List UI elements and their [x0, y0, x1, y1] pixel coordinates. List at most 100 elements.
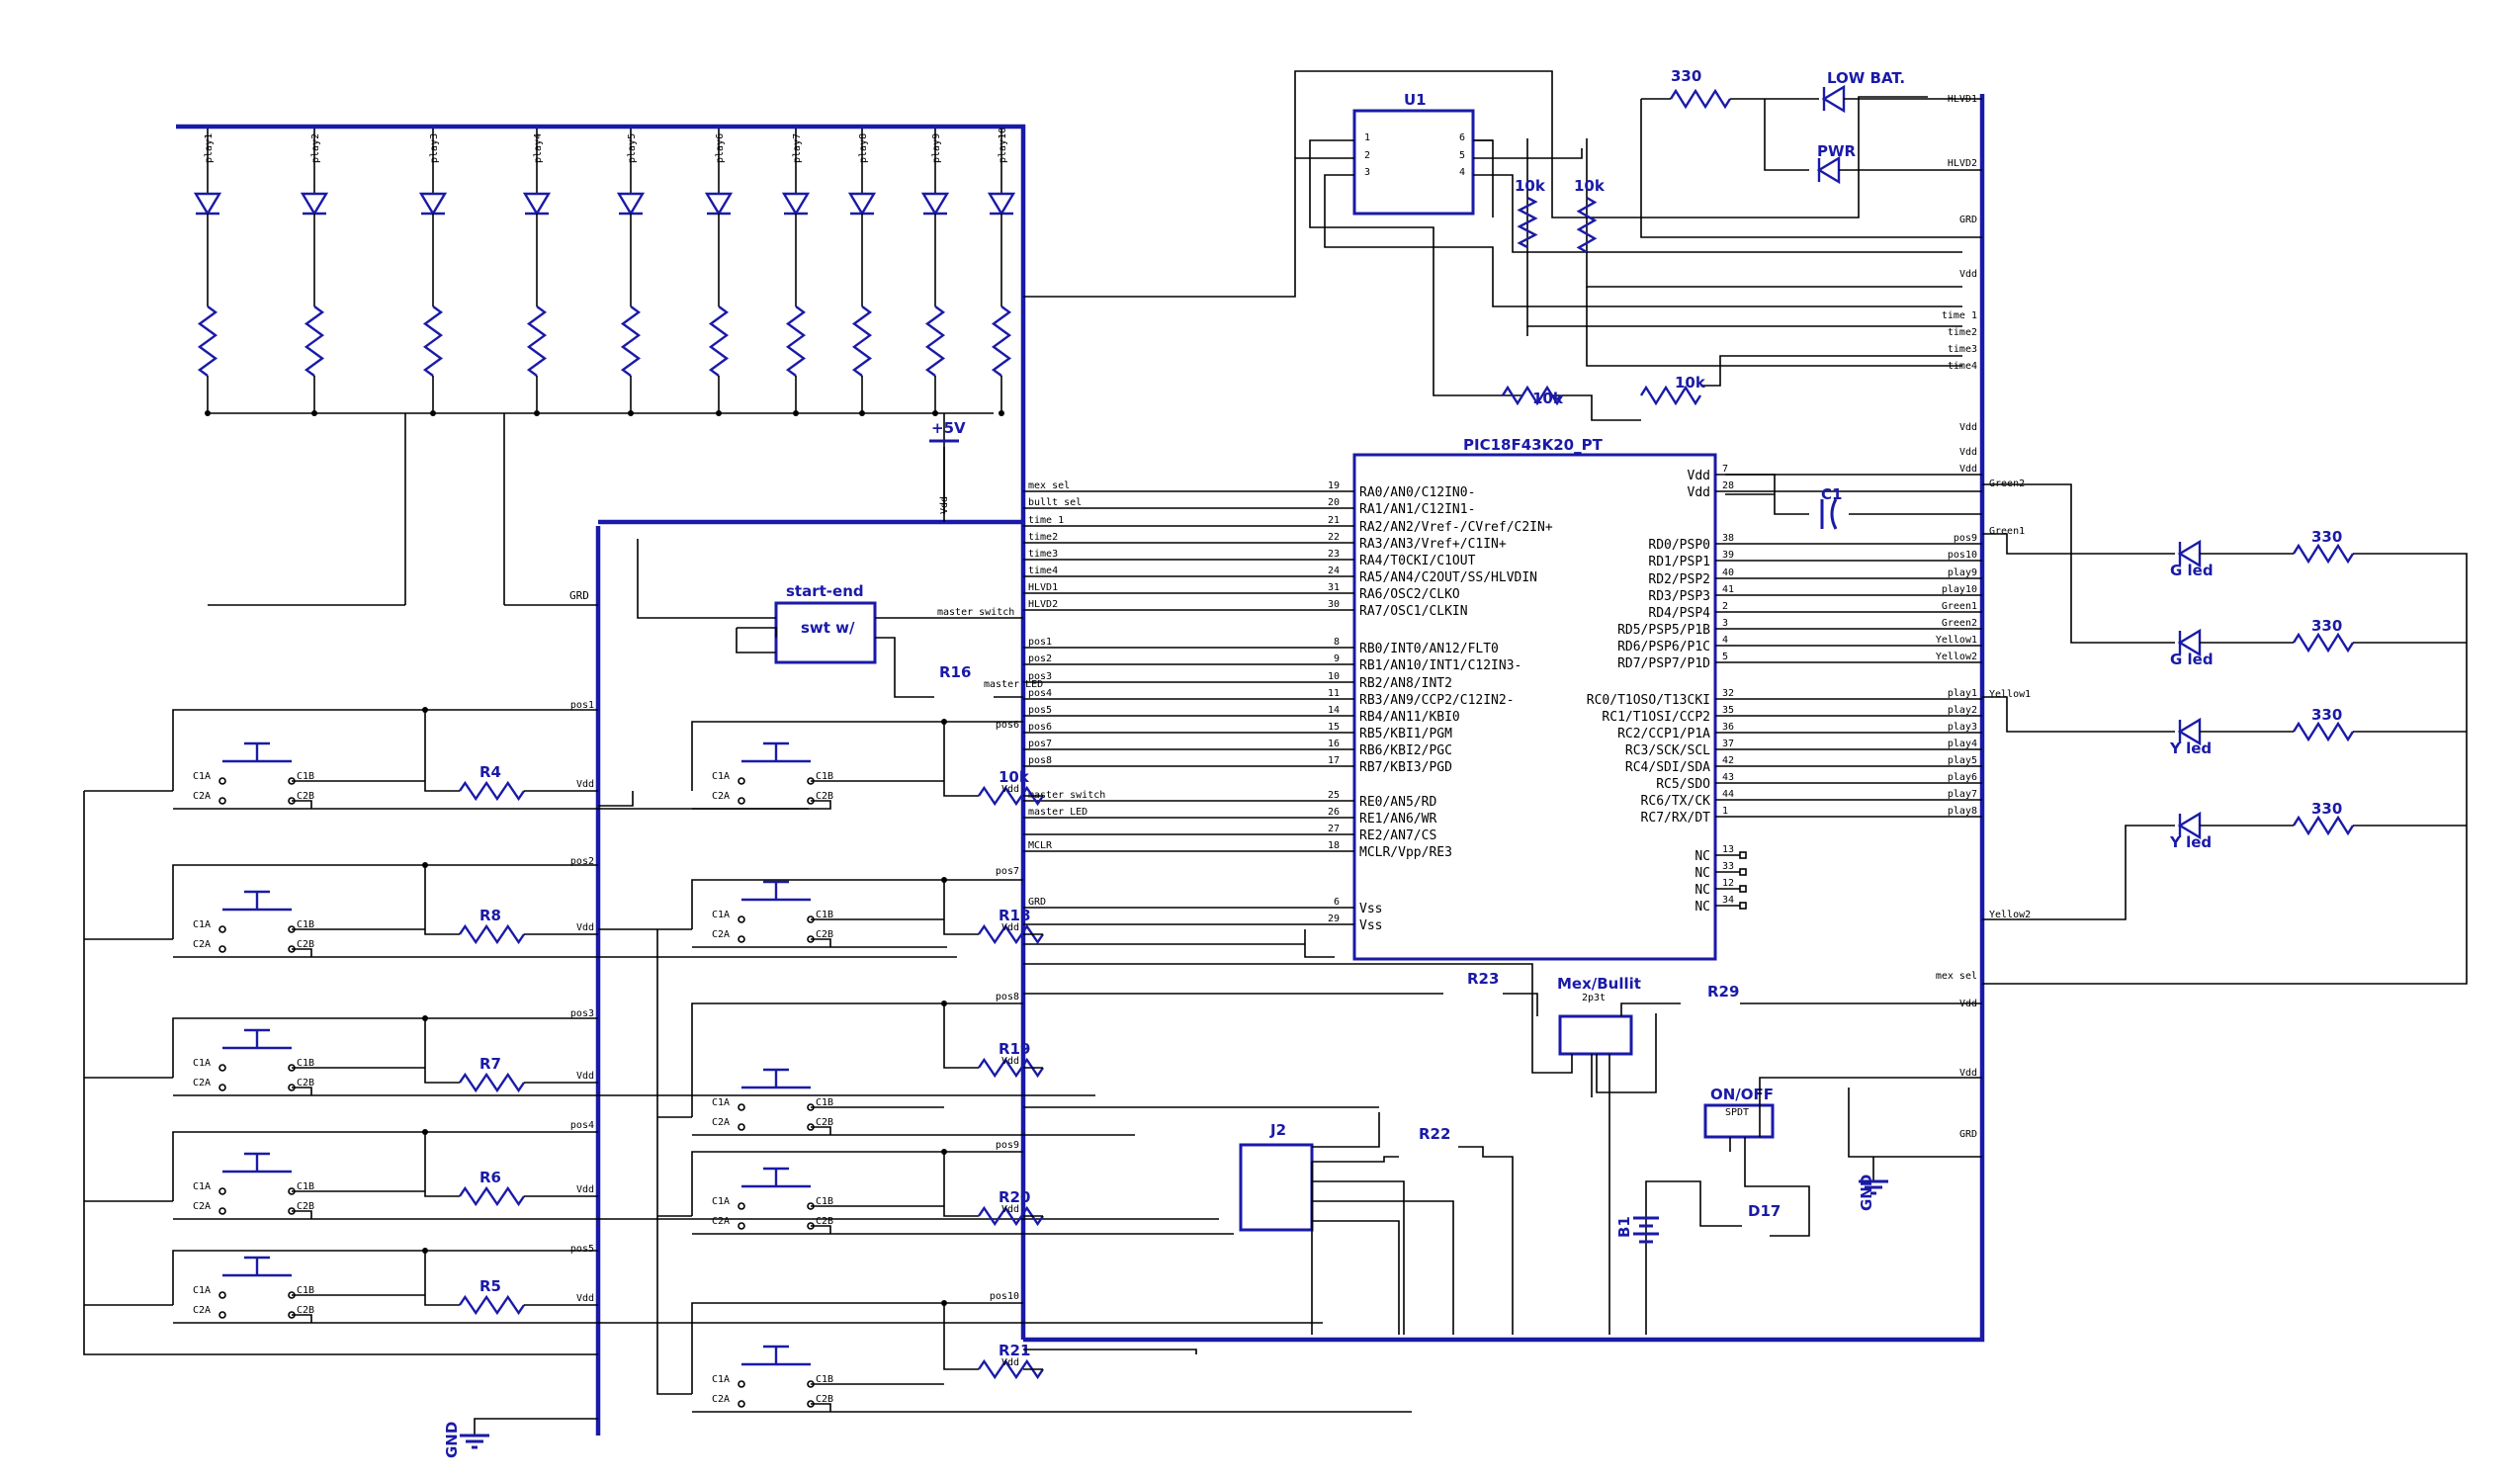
- led-play6: [704, 192, 734, 217]
- pic-pin-24: 24: [1328, 566, 1340, 576]
- led-play8: [847, 192, 877, 217]
- pic-label-10: RB2/AN8/INT2: [1359, 676, 1452, 691]
- right-net-time2: time2: [1948, 327, 1977, 338]
- right-net-HLVD1: HLVD1: [1948, 94, 1977, 105]
- pic-pin-41: 41: [1722, 584, 1734, 595]
- pb-7-c1b: C1B: [816, 910, 833, 920]
- pic-label-20: RA1/AN1/C12IN1-: [1359, 502, 1475, 517]
- net-play7: play7: [1948, 789, 1977, 800]
- r330-label-led-4: 330: [2311, 800, 2342, 818]
- indicator-led-label-4: Y led: [2169, 833, 2212, 851]
- pic-label-13: NC: [1694, 849, 1710, 864]
- gnd-label-right: GND: [1858, 1175, 1875, 1211]
- pic-label-3: RD5/PSP5/P1B: [1617, 623, 1710, 638]
- pic-pin-5: 5: [1722, 652, 1728, 662]
- resistor-play9: [924, 305, 946, 377]
- pb-1-c1b: C1B: [297, 771, 314, 782]
- resistor-play3: [422, 305, 444, 377]
- pb-8-c2b: C2B: [816, 1117, 833, 1128]
- net-pos4: pos4: [1028, 688, 1052, 699]
- net-master-switch: master switch: [1028, 790, 1105, 801]
- pic-pin-21: 21: [1328, 515, 1340, 526]
- pb-9-c1a: C1A: [712, 1196, 730, 1207]
- led-play1: [193, 192, 222, 217]
- pb-resistor-R6: [459, 1185, 525, 1207]
- pic-label-11: RB3/AN9/CCP2/C12IN2-: [1359, 693, 1515, 708]
- r16-label: R16: [939, 663, 971, 681]
- r330-label-led-3: 330: [2311, 706, 2342, 724]
- resistor-play2: [304, 305, 325, 377]
- pic-label-26: RE1/AN6/WR: [1359, 812, 1436, 827]
- pic-pin-9: 9: [1334, 653, 1340, 664]
- pic-pin-32: 32: [1722, 688, 1734, 699]
- r23-label: R23: [1467, 970, 1499, 988]
- led-play4: [522, 192, 552, 217]
- bus-lines: [176, 94, 1985, 1436]
- pic-label-30: RA7/OSC1/CLKIN: [1359, 604, 1468, 619]
- net-play10: play10: [1942, 584, 1977, 595]
- pb-net-pos1: pos1: [570, 700, 594, 711]
- pb-5-c1b: C1B: [297, 1285, 314, 1296]
- pic-label-22: RA3/AN3/Vref+/C1IN+: [1359, 537, 1507, 552]
- net-Yellow1: Yellow1: [1936, 635, 1977, 646]
- right-net-Green1: Green1: [1989, 526, 2025, 537]
- pic-label-24: RA5/AN4/C2OUT/SS/HLVDIN: [1359, 570, 1537, 585]
- pic-label-2: RD4/PSP4: [1648, 606, 1710, 621]
- pic-label-16: RB6/KBI2/PGC: [1359, 743, 1452, 758]
- net-pos9: pos9: [1954, 533, 1977, 544]
- pic-pin-30: 30: [1328, 599, 1340, 610]
- pic-pin-8: 8: [1334, 637, 1340, 648]
- pic-label-12: NC: [1694, 883, 1710, 898]
- net-play7: play7: [792, 133, 803, 163]
- pic-label-33: NC: [1694, 866, 1710, 881]
- net-play3: play3: [1948, 722, 1977, 733]
- pic-label-29: Vss: [1359, 918, 1382, 933]
- pb-res-label-5: R5: [479, 1277, 501, 1295]
- led-play3: [418, 192, 448, 217]
- right-net-Vdd: Vdd: [1959, 447, 1977, 458]
- vdd-label: Vdd: [939, 496, 950, 514]
- right-net-mex-sel: mex sel: [1936, 971, 1977, 982]
- resistor-10k-1: [1517, 196, 1538, 249]
- pb-3-c1b: C1B: [297, 1058, 314, 1069]
- start-end-label: start-end: [786, 582, 864, 600]
- low-bat-label: LOW BAT.: [1827, 69, 1905, 87]
- mex-bullit-switch: Mex/Bullit 2p3t: [1557, 975, 1641, 1056]
- net-play10: play10: [998, 128, 1008, 163]
- pb-res-label-4: R6: [479, 1169, 501, 1186]
- pb-net-pos8: pos8: [996, 992, 1019, 1002]
- pwr-label: PWR: [1817, 142, 1857, 160]
- pb-res-label-6: 10k: [999, 768, 1030, 786]
- right-net-GRD: GRD: [1959, 1129, 1977, 1140]
- resistor-play1: [197, 305, 218, 377]
- pb-resistor-R20: [978, 1205, 1044, 1227]
- resistor-play7: [785, 305, 807, 377]
- pb-net-pos7: pos7: [996, 866, 1019, 877]
- pic-pin-11: 11: [1328, 688, 1340, 699]
- pic-label-32: RC0/T1OSO/T13CKI: [1587, 693, 1710, 708]
- pic-pin-6: 6: [1334, 897, 1340, 908]
- pic-pin-31: 31: [1328, 582, 1340, 593]
- pic-label-17: RB7/KBI3/PGD: [1359, 760, 1452, 775]
- net-MCLR: MCLR: [1028, 840, 1053, 851]
- pb-res-label-2: R8: [479, 907, 501, 924]
- resistor-10k-3: [1501, 385, 1564, 406]
- resistor-10k-4: [1639, 385, 1702, 406]
- pb-8-c1a: C1A: [712, 1097, 730, 1108]
- led-play10: [987, 192, 1016, 217]
- r330-label-top: 330: [1671, 67, 1701, 85]
- pb-8-c2a: C2A: [712, 1117, 730, 1128]
- pb-6-c1b: C1B: [816, 771, 833, 782]
- pb-1-c2a: C2A: [193, 791, 211, 802]
- pic-label-19: RA0/AN0/C12IN0-: [1359, 485, 1475, 500]
- pic-pin-4: 4: [1722, 635, 1728, 646]
- pb-5-c2a: C2A: [193, 1305, 211, 1316]
- r330-label-led-2: 330: [2311, 617, 2342, 635]
- net-pos8: pos8: [1028, 755, 1052, 766]
- resistor-330-led-4: [2292, 815, 2355, 836]
- pic-label-31: RA6/OSC2/CLKO: [1359, 587, 1460, 602]
- r10k-label-1: 10k: [1515, 177, 1546, 195]
- net-GRD: GRD: [1028, 897, 1046, 908]
- led-play5: [616, 192, 646, 217]
